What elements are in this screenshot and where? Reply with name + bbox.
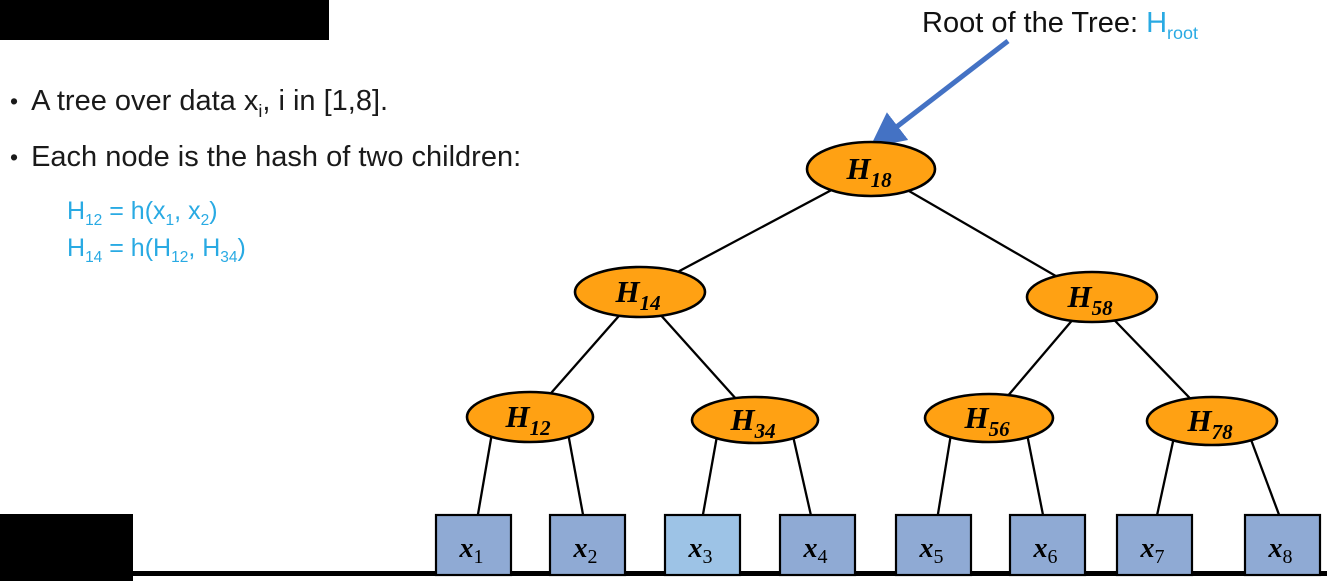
leaf-x2: x2 (548, 513, 627, 577)
bullet-item-node-hash: • Each node is the hash of two children: (10, 140, 521, 174)
node-ellipse (805, 140, 937, 198)
bullet-marker: • (10, 88, 19, 114)
leaf-box (1243, 513, 1322, 577)
leaf-box (1008, 513, 1087, 577)
tree-edge (1248, 436, 1283, 521)
node-label: H18 (845, 151, 892, 192)
root-arrow-line (869, 39, 1010, 148)
tree-node-H78: H78 (1145, 395, 1279, 447)
formula-h12: H12 = h(x1, x2) (67, 197, 218, 229)
leaf-label: x2 (573, 533, 598, 568)
leaf-box (1115, 513, 1194, 577)
bullet-text-node-hash: Each node is the hash of two children: (31, 141, 522, 173)
root-arrow (869, 39, 1010, 148)
leaf-x3: x3 (663, 513, 742, 577)
tree-edge (566, 432, 586, 521)
leaf-label: x8 (1268, 533, 1293, 568)
node-ellipse (573, 265, 707, 319)
tree-node-H14: H14 (573, 265, 707, 319)
leaf-x4: x4 (778, 513, 857, 577)
root-callout-label: Root of the Tree: Hroot (922, 7, 1198, 43)
leaf-box (548, 513, 627, 577)
node-label: H34 (729, 402, 775, 443)
bullet-marker: • (10, 144, 19, 170)
tree-node-H12: H12 (465, 390, 595, 444)
tree-edge (1025, 433, 1046, 521)
node-ellipse (923, 392, 1055, 444)
node-ellipse (1025, 270, 1159, 324)
tree-leaves: x1 x2 x3 x4 x5 x6 x7 x8 (434, 513, 1322, 577)
node-label: H14 (614, 274, 660, 315)
leaf-label: x7 (1140, 533, 1165, 568)
node-label: H58 (1066, 279, 1113, 320)
node-label: H78 (1186, 403, 1233, 444)
node-label: H56 (963, 400, 1010, 441)
leaf-box (778, 513, 857, 577)
tree-edge (935, 433, 953, 521)
leaf-x7: x7 (1115, 513, 1194, 577)
tree-node-H56: H56 (923, 392, 1055, 444)
leaf-x8: x8 (1243, 513, 1322, 577)
tree-edge (700, 435, 719, 521)
leaf-label: x5 (919, 533, 944, 568)
bullet-item-tree-over-data: • A tree over data xi, i in [1,8]. (10, 84, 389, 121)
node-ellipse (1145, 395, 1279, 447)
tree-edge (1154, 436, 1176, 521)
tree-edge (475, 432, 494, 521)
leaf-label: x3 (688, 533, 713, 568)
leaf-label: x4 (803, 533, 828, 568)
redacted-title-block (0, 0, 329, 40)
node-ellipse (690, 395, 820, 445)
bottom-border-line (0, 571, 1327, 576)
bullet-text-tree-over-data: A tree over data xi, i in [1,8]. (31, 85, 389, 121)
node-label: H12 (504, 399, 551, 440)
leaf-label: x1 (459, 533, 484, 568)
node-ellipse (465, 390, 595, 444)
leaf-box (434, 513, 513, 577)
leaf-box (663, 513, 742, 577)
tree-node-H18: H18 (805, 140, 937, 198)
leaf-x5: x5 (894, 513, 973, 577)
tree-edges (475, 167, 1283, 521)
tree-node-H58: H58 (1025, 270, 1159, 324)
tree-edge (791, 435, 814, 521)
leaf-label: x6 (1033, 533, 1058, 568)
tree-node-H34: H34 (690, 395, 820, 445)
redacted-footer-block (0, 514, 133, 581)
leaf-x6: x6 (1008, 513, 1087, 577)
leaf-box (894, 513, 973, 577)
leaf-x1: x1 (434, 513, 513, 577)
formula-h14: H14 = h(H12, H34) (67, 234, 246, 266)
